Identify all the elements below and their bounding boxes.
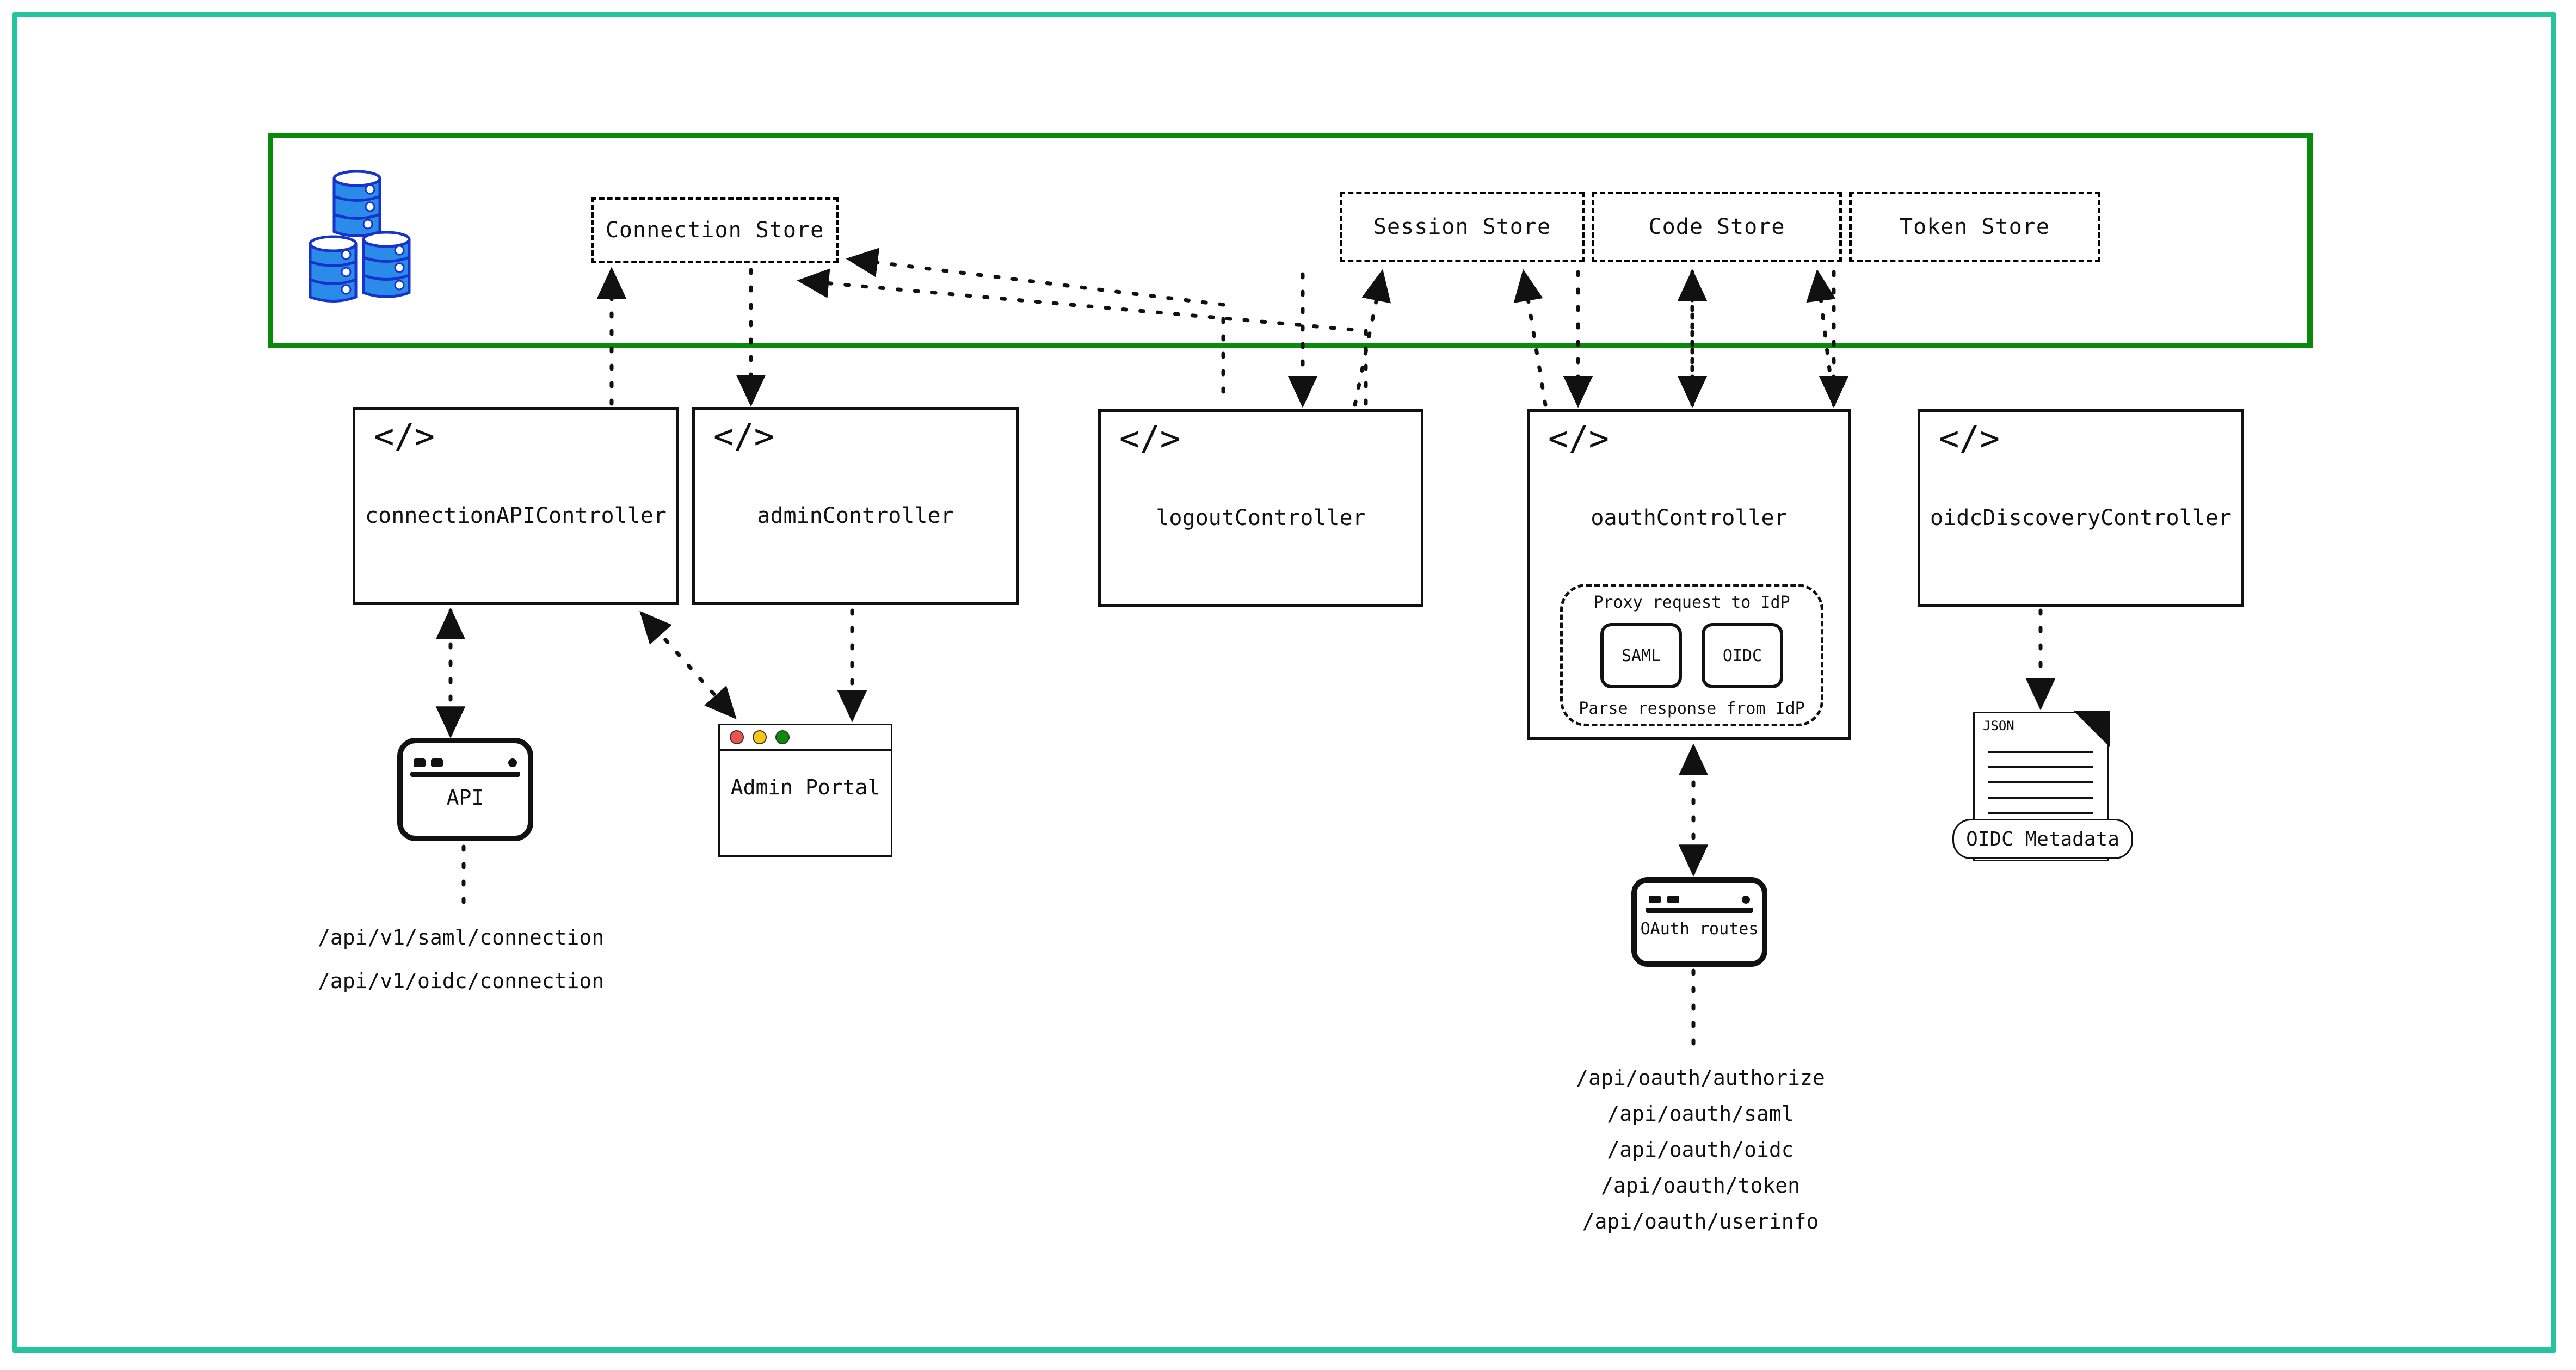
json-type-tag: JSON (1983, 718, 2014, 733)
database-cylinders-icon (303, 163, 439, 305)
oauth-controller-box[interactable]: </> oauthController Proxy request to IdP… (1527, 409, 1851, 740)
code-store-label: Code Store (1648, 214, 1785, 239)
connection-api-controller-box[interactable]: </> connectionAPIController (353, 407, 679, 605)
code-brackets-icon: </> (374, 416, 435, 456)
connection-api-endpoint-list: /api/v1/saml/connection /api/v1/oidc/con… (318, 919, 604, 999)
oauth-routes-device-icon[interactable]: OAuth routes (1631, 877, 1767, 967)
close-traffic-light-icon[interactable] (730, 730, 744, 744)
admin-controller-box[interactable]: </> adminController (692, 407, 1019, 605)
endpoint-item: /api/oauth/authorize (1576, 1066, 1825, 1090)
saml-chip[interactable]: SAML (1600, 623, 1682, 688)
admin-portal-label: Admin Portal (730, 775, 880, 799)
code-brackets-icon: </> (1548, 418, 1609, 458)
oauth-routes-device-label: OAuth routes (1640, 919, 1759, 939)
idp-proxy-region: Proxy request to IdP SAML OIDC Parse res… (1560, 584, 1823, 726)
connection-api-controller-label: connectionAPIController (365, 503, 667, 528)
oidc-chip[interactable]: OIDC (1702, 623, 1783, 688)
endpoint-item: /api/v1/saml/connection (318, 925, 605, 949)
oidc-chip-label: OIDC (1722, 646, 1762, 665)
oauth-controller-label: oauthController (1591, 505, 1788, 530)
code-brackets-icon: </> (1939, 418, 2000, 458)
maximize-traffic-light-icon[interactable] (775, 730, 790, 744)
oidc-metadata-label-pill: OIDC Metadata (1952, 819, 2133, 859)
admin-portal-window[interactable]: Admin Portal (718, 724, 892, 857)
api-device-icon[interactable]: API (397, 738, 533, 841)
connection-store-label: Connection Store (605, 218, 824, 243)
arrow-connection-api-controller-to-admin-portal (639, 610, 737, 720)
endpoint-item: /api/oauth/userinfo (1582, 1209, 1819, 1233)
endpoint-item: /api/oauth/oidc (1607, 1138, 1794, 1162)
session-store-label: Session Store (1373, 214, 1551, 239)
parse-response-caption: Parse response from IdP (1579, 699, 1805, 718)
oidc-metadata-label: OIDC Metadata (1966, 828, 2119, 850)
oauth-endpoint-list: /api/oauth/authorize /api/oauth/saml /ap… (1540, 1060, 1861, 1239)
token-store-label: Token Store (1900, 214, 2050, 239)
endpoint-item: /api/oauth/saml (1607, 1102, 1794, 1126)
logout-controller-label: logoutController (1156, 505, 1366, 530)
endpoint-item: /api/oauth/token (1600, 1174, 1801, 1198)
oidc-discovery-controller-label: oidcDiscoveryController (1930, 505, 2232, 530)
admin-controller-label: adminController (757, 503, 954, 528)
admin-portal-titlebar (720, 725, 891, 751)
oidc-discovery-controller-box[interactable]: </> oidcDiscoveryController (1918, 409, 2244, 607)
logout-controller-box[interactable]: </> logoutController (1098, 409, 1423, 607)
page-fold-corner-icon (2074, 711, 2110, 747)
proxy-request-caption: Proxy request to IdP (1593, 593, 1790, 612)
code-brackets-icon: </> (713, 416, 774, 456)
api-device-label: API (446, 786, 484, 810)
minimize-traffic-light-icon[interactable] (753, 730, 767, 744)
token-store-box[interactable]: Token Store (1849, 192, 2100, 262)
connection-store-box[interactable]: Connection Store (591, 197, 839, 263)
endpoint-item: /api/v1/oidc/connection (318, 969, 605, 993)
code-store-box[interactable]: Code Store (1592, 192, 1842, 262)
session-store-box[interactable]: Session Store (1340, 192, 1585, 262)
code-brackets-icon: </> (1119, 418, 1180, 458)
saml-chip-label: SAML (1621, 646, 1661, 665)
